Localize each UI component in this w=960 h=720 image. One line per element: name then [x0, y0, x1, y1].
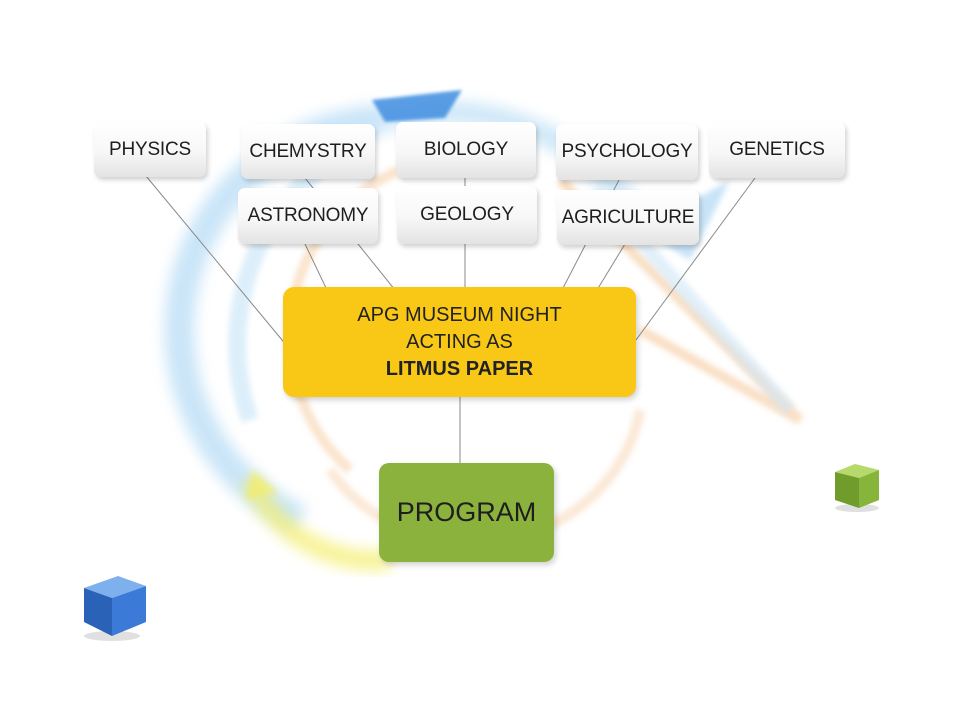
blue-cube-icon — [84, 576, 146, 641]
green-cube-icon — [835, 464, 879, 512]
topic-genetics: GENETICS — [709, 122, 845, 178]
center-node: APG MUSEUM NIGHT ACTING AS LITMUS PAPER — [283, 287, 636, 397]
topic-biology: BIOLOGY — [396, 122, 536, 178]
program-node: PROGRAM — [379, 463, 554, 562]
topic-physics: PHYSICS — [94, 122, 206, 177]
arrow-head-icon — [372, 90, 462, 122]
center-line-2: ACTING AS — [406, 330, 513, 353]
topic-astronomy: ASTRONOMY — [238, 188, 378, 244]
topic-agriculture: AGRICULTURE — [557, 190, 699, 245]
topic-geology: GEOLOGY — [397, 186, 537, 244]
center-line-1: APG MUSEUM NIGHT — [357, 303, 562, 326]
topic-chemystry: CHEMYSTRY — [241, 124, 375, 179]
topic-psychology: PSYCHOLOGY — [556, 124, 698, 180]
center-line-3: LITMUS PAPER — [385, 357, 534, 380]
